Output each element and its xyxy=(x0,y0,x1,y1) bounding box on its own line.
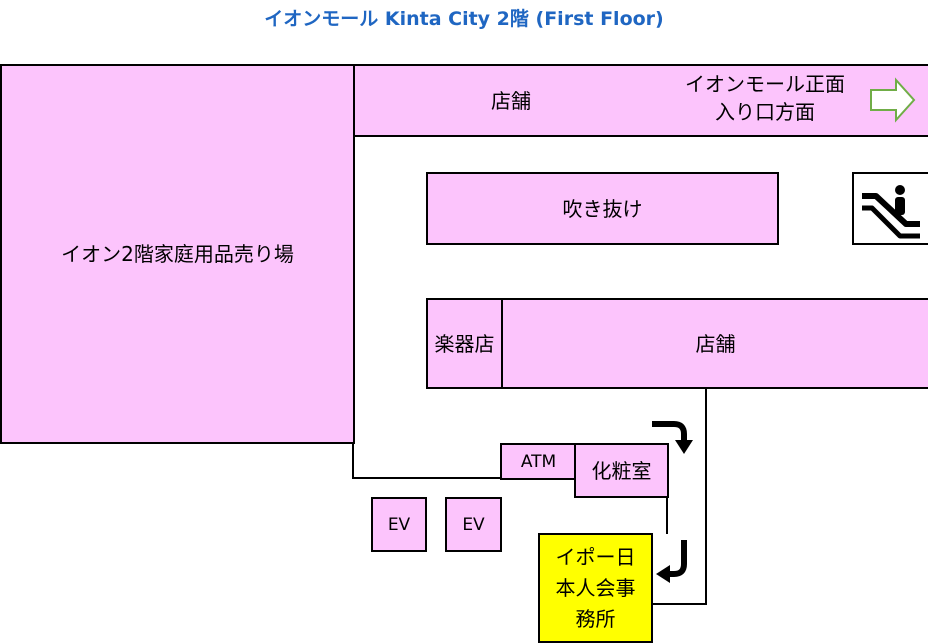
shop-top-label: 店舗 xyxy=(491,89,531,113)
main-entrance-label: イオンモール正面入り口方面 xyxy=(685,72,845,124)
restroom-label: 化粧室 xyxy=(591,458,652,483)
ipoh-japanese-association-office[interactable]: イポー日本人会事務所 xyxy=(538,533,653,643)
office-label: イポー日本人会事務所 xyxy=(555,544,636,631)
atm[interactable]: ATM xyxy=(500,443,577,480)
map-title: イオンモール Kinta City 2階 (First Floor) xyxy=(264,8,664,30)
elevator-2[interactable]: EV xyxy=(445,497,502,552)
atrium: 吹き抜け xyxy=(426,172,779,245)
music-store[interactable]: 楽器店 xyxy=(426,298,503,389)
music-store-label: 楽器店 xyxy=(434,331,495,356)
aeon-household-floor[interactable]: イオン2階家庭用品売り場 xyxy=(0,64,355,444)
elevator-1-label: EV xyxy=(387,514,411,535)
aeon-household-label: イオン2階家庭用品売り場 xyxy=(61,242,294,266)
shop-middle-label: 店舗 xyxy=(695,331,736,356)
atrium-label: 吹き抜け xyxy=(562,196,643,221)
restroom[interactable]: 化粧室 xyxy=(574,443,669,498)
escalator-icon[interactable] xyxy=(852,172,928,245)
elevator-2-label: EV xyxy=(462,514,485,535)
shop-top[interactable]: 店舗 イオンモール正面入り口方面 xyxy=(353,64,928,137)
elevator-1[interactable]: EV xyxy=(371,497,427,552)
atm-label: ATM xyxy=(520,451,557,472)
shop-middle[interactable]: 店舗 xyxy=(501,298,928,389)
